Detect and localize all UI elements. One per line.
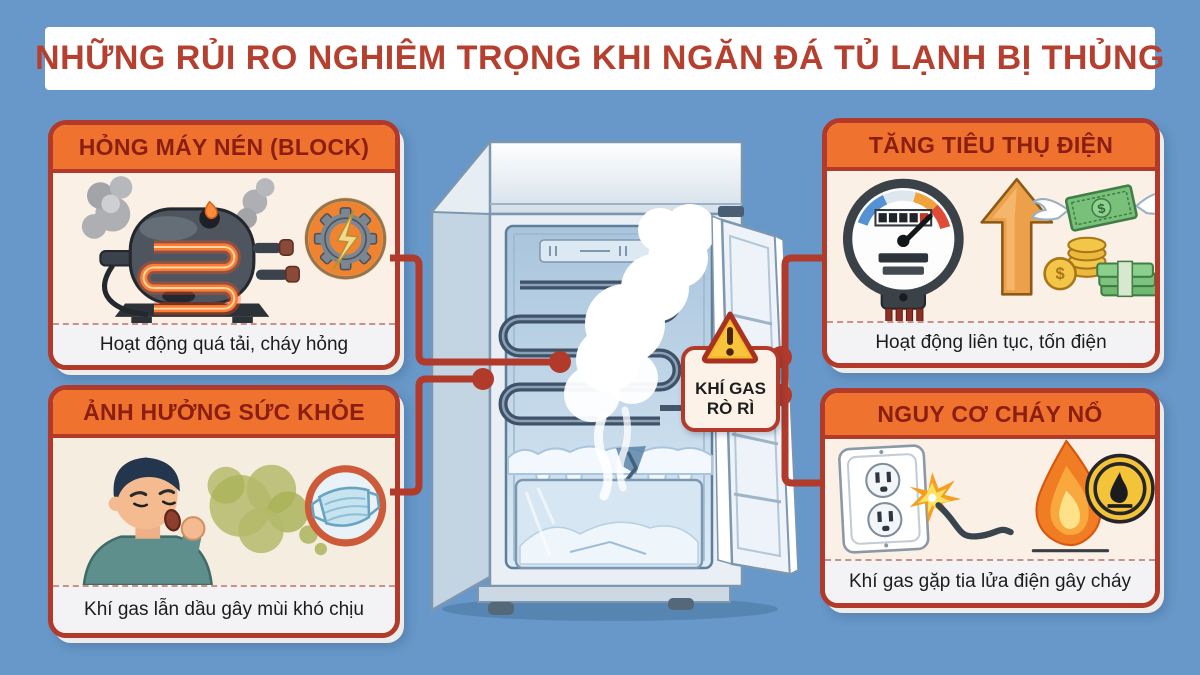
- card-header-label: NGUY CƠ CHÁY NỔ: [877, 400, 1103, 427]
- svg-text:$: $: [1096, 200, 1107, 216]
- compressor-illustration: [53, 173, 395, 323]
- card-fire-risk: NGUY CƠ CHÁY NỔ: [820, 388, 1160, 608]
- card-caption-compressor: Hoạt động quá tải, cháy hỏng: [53, 323, 395, 365]
- gas-cloud-green: [207, 464, 328, 556]
- bill-stack-icon: [1096, 260, 1155, 298]
- card-header-label: ẢNH HƯỞNG SỨC KHỎE: [83, 398, 365, 425]
- spark-icon: [909, 472, 962, 524]
- coughing-man-icon: [82, 457, 387, 585]
- coughing-man: [82, 457, 213, 585]
- card-header-fire: NGUY CƠ CHÁY NỔ: [825, 393, 1155, 439]
- electric-meter-icon: $ $: [842, 177, 1155, 321]
- caption-text: Khí gas lẫn dầu gây mùi khó chịu: [84, 599, 364, 620]
- card-caption-electric: Hoạt động liên tục, tốn điện: [827, 321, 1155, 363]
- outlet-spark-fire-icon: [838, 439, 1155, 554]
- lightning-bolt-icon: [332, 209, 360, 271]
- caption-text: Khí gas gặp tia lửa điện gây cháy: [848, 571, 1132, 592]
- compressor-body: [99, 200, 300, 323]
- card-header-health: ẢNH HƯỞNG SỨC KHỎE: [53, 390, 395, 438]
- card-header-electric: TĂNG TIÊU THỤ ĐIỆN: [827, 123, 1155, 171]
- card-health-impact: ẢNH HƯỞNG SỨC KHỎE: [48, 385, 400, 638]
- flame-icon: [1031, 439, 1110, 553]
- warning-triangle-icon: [701, 311, 759, 364]
- electric-meter-illustration: $ $: [827, 171, 1155, 321]
- card-caption-fire: Khí gas gặp tia lửa điện gây cháy: [825, 559, 1155, 603]
- wire: [935, 502, 1014, 540]
- card-header-label: TĂNG TIÊU THỤ ĐIỆN: [868, 131, 1114, 158]
- burning-compressor-icon: [81, 176, 387, 323]
- card-caption-health: Khí gas lẫn dầu gây mùi khó chịu: [53, 585, 395, 633]
- infographic-title: NHỮNG RỦI RO NGHIÊM TRỌNG KHI NGĂN ĐÁ TỦ…: [35, 39, 1165, 77]
- gas-cloud: [564, 204, 716, 501]
- flammable-icon: [1085, 453, 1155, 524]
- wall-outlet-icon: [838, 444, 930, 554]
- bottom-ice-bin: [514, 478, 704, 570]
- card-header-compressor: HỎNG MÁY NÉN (BLOCK): [53, 125, 395, 173]
- up-arrow-icon: [980, 177, 1054, 296]
- coughing-man-illustration: [53, 438, 395, 585]
- card-header-label: HỎNG MÁY NÉN (BLOCK): [78, 133, 370, 160]
- coin-stack-icon: $: [1043, 236, 1107, 291]
- gas-leak-label-line1: KHÍ GAS: [695, 379, 766, 398]
- title-banner: NHỮNG RỦI RO NGHIÊM TRỌNG KHI NGĂN ĐÁ TỦ…: [35, 27, 1164, 90]
- caption-text: Hoạt động liên tục, tốn điện: [875, 332, 1107, 353]
- card-electricity-consumption: TĂNG TIÊU THỤ ĐIỆN: [822, 118, 1160, 368]
- fire-outlet-illustration: [825, 439, 1155, 559]
- caption-text: Hoạt động quá tải, cháy hỏng: [99, 334, 349, 355]
- gear-lightning-icon: [304, 197, 387, 280]
- face-mask-icon: [304, 465, 387, 547]
- glowing-coil: [137, 240, 241, 316]
- svg-text:$: $: [1056, 265, 1065, 283]
- gas-leak-label-line2: RÒ RÌ: [706, 399, 755, 418]
- card-compressor-damage: HỎNG MÁY NÉN (BLOCK): [48, 120, 400, 370]
- electric-meter: [842, 178, 964, 321]
- door-hinge: [718, 206, 744, 217]
- flying-money-icon: $ $: [1030, 184, 1155, 298]
